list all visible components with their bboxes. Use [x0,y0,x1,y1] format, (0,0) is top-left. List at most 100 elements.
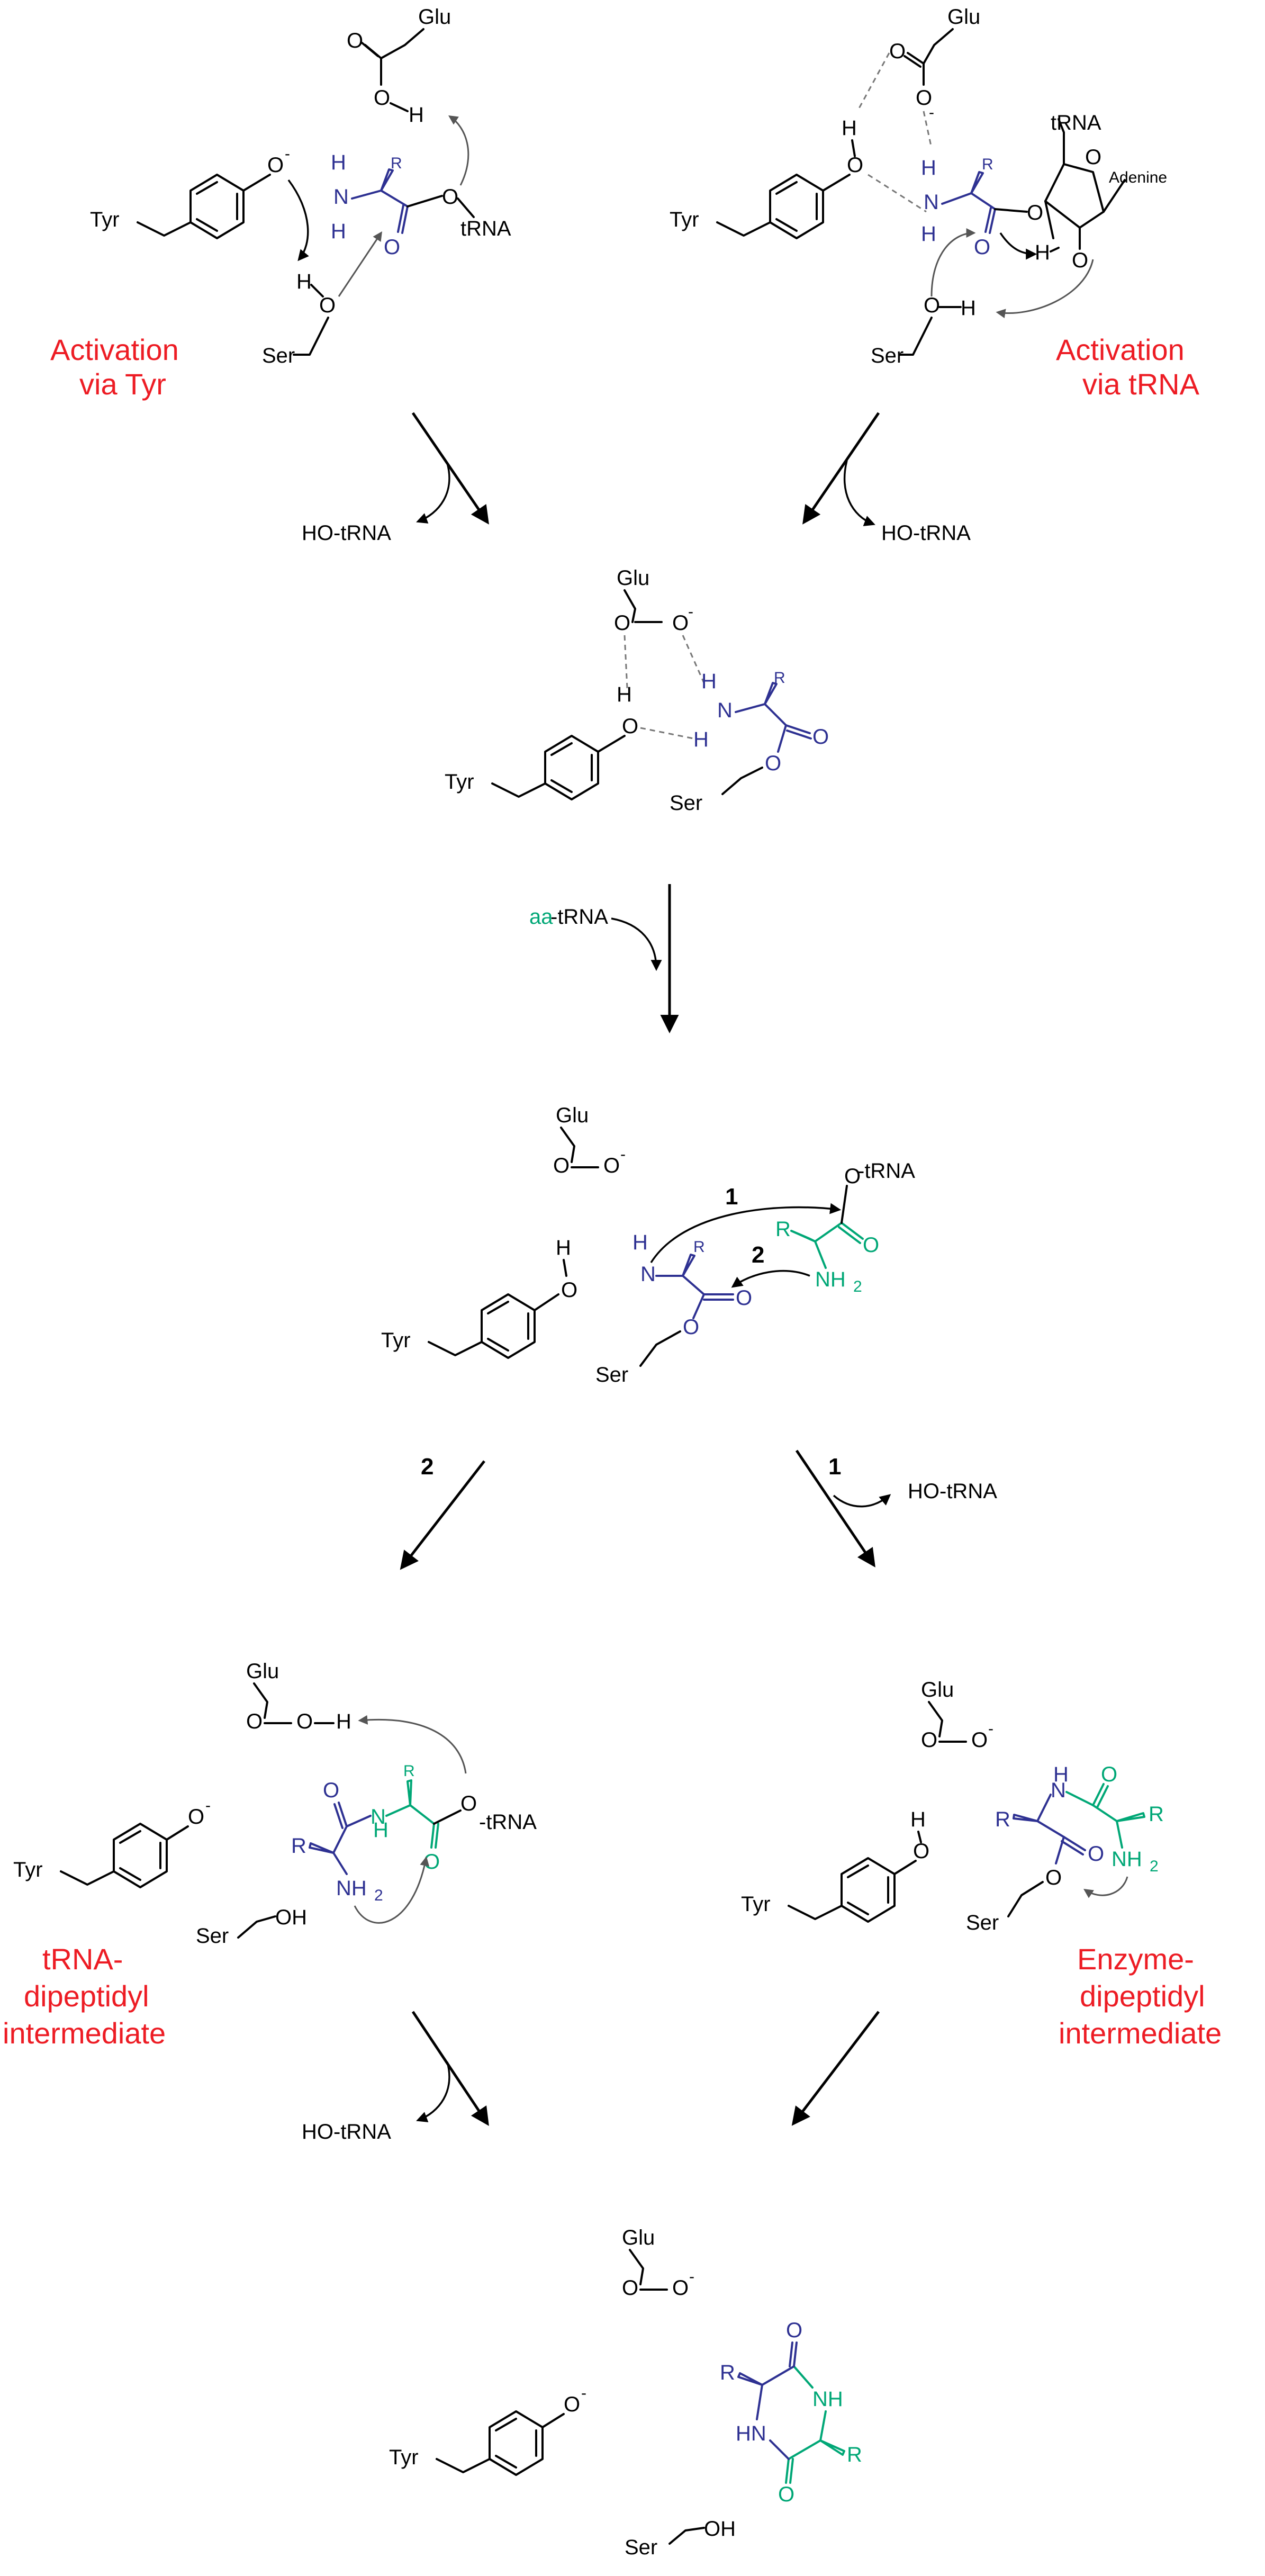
ser-chain [293,317,329,356]
ribose-h: H [1035,241,1050,264]
tyr-chain [137,221,192,237]
caption-act-tyr-2: via Tyr [79,367,166,401]
ester-bond-2 [994,208,1028,213]
ed-c-ca-6 [1092,1804,1118,1822]
tyr-o-5: O [188,1805,204,1829]
aa-ca-c-3 [764,703,787,726]
tyr-ring-double-6 [847,1865,889,1915]
glu-o2-7: O [672,2276,689,2300]
aa-c-o-3 [777,724,787,753]
caption-enz-int-1: Enzyme- [1077,1942,1194,1976]
dp-nh-5: N [371,1805,386,1829]
dp-trna-5: -tRNA [479,1811,537,1834]
ser-label-2: Ser [871,344,903,367]
tyr-chain-5 [60,1870,115,1886]
glu-charge-3: - [688,603,693,620]
aa-ca-c-4 [682,1275,705,1295]
aa-trna-label: -tRNA [550,905,608,929]
tyr-o-3: O [622,715,638,738]
ed-carbonyl-6 [1092,1783,1109,1808]
aa-r-3: R [774,669,785,687]
ser-chain-7 [668,2527,705,2545]
dkp-r-blue: R [720,2361,735,2384]
green-carbonyl [838,1222,864,1244]
tyr-label: Tyr [90,208,120,231]
ed-nh2-sub-6: 2 [1150,1858,1159,1875]
aa-ca-c-2 [970,192,996,210]
ser-label-5: Ser [196,1924,229,1948]
glu-label-2: Glu [947,5,980,29]
hbond-glu-aa-3 [682,635,705,683]
glu-chain-4 [560,1127,575,1163]
ser-h-2: H [961,296,976,320]
glu-o1-2: O [889,40,906,63]
ed-o2-6: O [1088,1842,1104,1866]
tyr-ring-double-7 [495,2418,537,2469]
green-o: O [863,1233,879,1257]
dp-ca-5 [332,1825,348,1854]
ser-oh-7: OH [704,2517,736,2541]
green-ester-o: O [844,1165,861,1188]
ribose-h-bond [1050,247,1060,253]
tyr-h-6: H [910,1808,926,1831]
caption-trna-int-2: dipeptidyl [24,1979,149,2013]
aa-o-4: O [736,1286,752,1310]
arrow-right-down-1 [802,412,880,525]
tyr-ring-6 [841,1857,896,1923]
green-nh2: NH [815,1268,846,1291]
caption-enz-int-2: dipeptidyl [1080,1979,1205,2013]
panel-enzyme-dipeptidyl: Glu O O - Tyr O H N H O R NH 2 R O O Ser [741,1678,1222,2050]
aa-h1-4: H [632,1231,648,1254]
aa-ester-o-4: O [683,1316,699,1339]
tyr-ring-7 [489,2410,544,2476]
glu-charge-4: - [620,1146,626,1163]
glu-o2-3: O [672,611,689,635]
aa-h1: H [331,151,346,174]
ser-label-4: Ser [595,1363,628,1386]
tyr-o-4: O [561,1278,577,1302]
dp-nh2-5: NH [336,1877,367,1900]
tyr-o-charge: - [285,145,290,163]
hbond-glu-aa [923,111,933,149]
ser-chain-3 [721,767,763,795]
tyr-oh-6 [917,1831,922,1843]
aa-n-2: N [924,191,939,214]
tyr-chain-3 [491,782,546,798]
aa-carbonyl-2 [984,207,996,234]
tyr-o-bond-2 [822,174,851,192]
tyr-ring-5 [113,1823,168,1888]
glu-label: Glu [418,5,451,29]
hbond-tyr-aa-3 [640,727,694,740]
aa-r-2: R [982,156,993,173]
glu-o1-5: O [246,1710,263,1733]
glu-chain-6 [928,1701,943,1737]
aa-ester-o-3: O [765,752,781,775]
aa-wedge-2 [970,171,984,194]
ser-oh-5: OH [275,1906,307,1929]
arrow-ser-attack-2 [930,228,976,297]
dkp-hn-left: HN [736,2422,766,2445]
aa-label: aa [529,905,553,929]
ser-chain-5 [237,1915,276,1939]
dkp-green-3 [788,2439,821,2460]
glu-label-4: Glu [556,1104,589,1127]
ser-o-2: O [924,294,940,317]
glu-label-7: Glu [622,2226,655,2249]
glu-charge-7: - [689,2268,694,2285]
tyr-o-2: O [847,154,863,177]
dp-n-ca-5 [385,1804,411,1817]
aa-o-3: O [812,725,829,749]
tyr-o-bond-3 [597,735,626,753]
glu-o2-6: O [971,1728,988,1752]
ed-carbonyl2-6 [1061,1836,1086,1856]
panel-acyl-enzyme: Glu O O - Tyr O H H N H R O O Ser [445,566,829,815]
panel-activation-trna: Glu O O - Tyr O H H N H R O O O tRNA [670,5,1200,401]
aa-o-2: O [974,236,990,259]
aa-h2-3: H [693,728,709,751]
arrow-to-glu [448,115,469,186]
arrow-left-down-1 [411,412,489,525]
dkp-green-2 [819,2410,827,2442]
ho-trna-left-1: HO-tRNA [302,521,391,545]
aa-carbonyl [397,204,409,234]
ed-r-blue-6: R [995,1808,1010,1831]
